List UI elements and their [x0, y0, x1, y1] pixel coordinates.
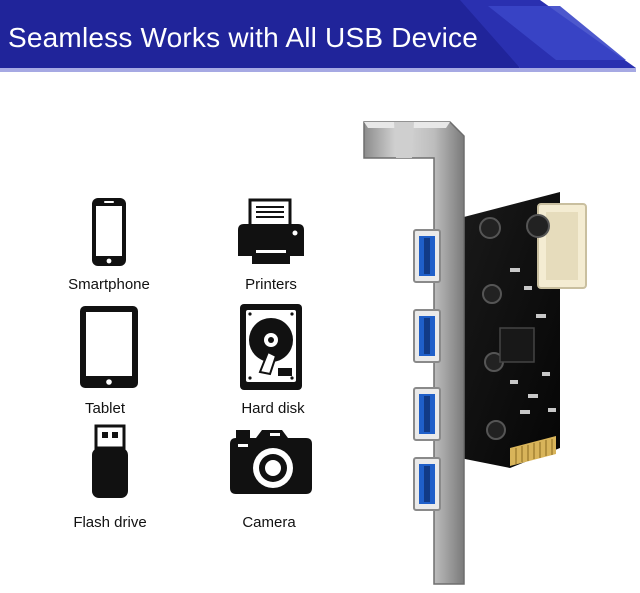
device-tablet	[78, 304, 140, 390]
banner: Seamless Works with All USB Device	[0, 0, 640, 74]
capacitor	[526, 214, 550, 238]
flash-drive-icon	[92, 424, 128, 498]
device-hard-disk	[238, 302, 304, 392]
device-label-printers: Printers	[245, 276, 297, 293]
capacitor	[479, 217, 501, 239]
capacitor	[482, 284, 502, 304]
device-label-tablet: Tablet	[84, 400, 126, 417]
camera-icon	[230, 430, 312, 494]
usb-pcie-expansion-card	[360, 118, 640, 593]
hard-disk-icon	[240, 304, 302, 390]
banner-title: Seamless Works with All USB Device	[8, 22, 478, 53]
usb-port	[413, 309, 441, 363]
device-smartphone	[84, 196, 134, 270]
usb-port	[413, 387, 441, 441]
controller-chip	[499, 327, 535, 363]
printer-icon	[238, 198, 304, 264]
usb-port	[413, 457, 441, 511]
smartphone-icon	[92, 198, 126, 266]
capacitor	[486, 420, 506, 440]
device-flash-drive	[88, 424, 132, 502]
device-label-camera: Camera	[242, 514, 296, 531]
device-printer	[232, 198, 310, 268]
device-label-flash-drive: Flash drive	[73, 514, 147, 531]
tablet-icon	[80, 306, 138, 388]
banner-background	[0, 0, 636, 72]
device-label-smartphone: Smartphone	[68, 276, 150, 293]
expansion-card-illustration	[363, 121, 587, 585]
device-camera	[226, 426, 316, 498]
device-label-hard-disk: Hard disk	[241, 400, 305, 417]
usb-port	[413, 229, 441, 283]
